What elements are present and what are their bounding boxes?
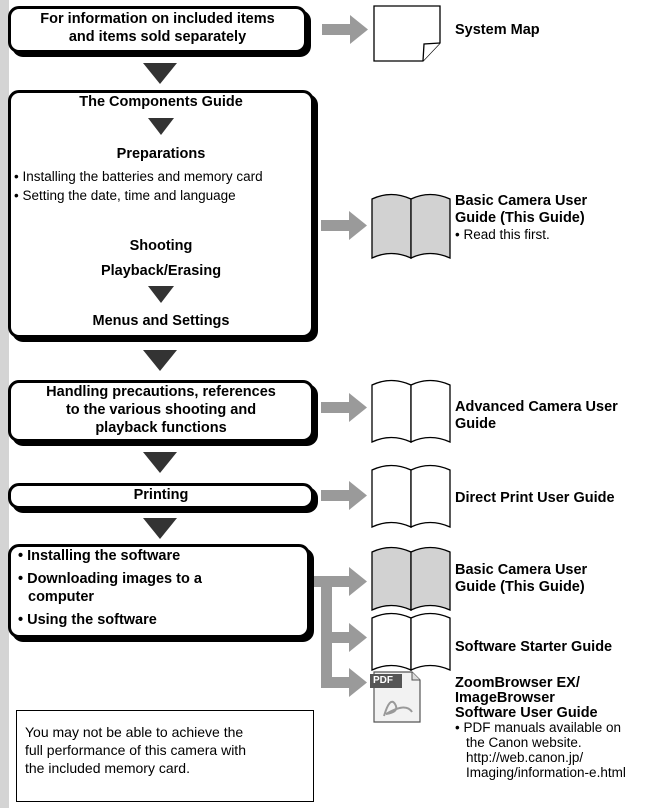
printing-box xyxy=(8,483,314,509)
included-items-line2: and items sold separately xyxy=(68,29,247,45)
triangle-down-icon xyxy=(148,118,174,135)
shooting-heading: Shooting xyxy=(129,238,193,254)
software-starter-guide-label: Software Starter Guide xyxy=(455,639,613,655)
zoombrowser-note2: the Canon website. xyxy=(466,735,582,750)
included-items-line1: For information on included items xyxy=(40,11,275,27)
triangle-down-icon xyxy=(143,518,177,539)
software-item-using: • Using the software xyxy=(18,612,157,628)
left-margin-bar xyxy=(0,0,9,808)
preparations-bullet-batteries: • Installing the batteries and memory ca… xyxy=(14,169,263,184)
note-line1: You may not be able to achieve the xyxy=(25,724,244,740)
advanced-guide-line1: Advanced Camera User xyxy=(455,399,618,415)
arrow-right-icon xyxy=(321,211,367,240)
basic-guide-line1: Basic Camera User xyxy=(455,193,588,209)
basic-guide-note: • Read this first. xyxy=(455,227,550,242)
software-box xyxy=(8,544,310,638)
system-map-label: System Map xyxy=(455,22,540,38)
arrow-right-icon xyxy=(322,15,368,44)
memory-card-note: You may not be able to achieve the full … xyxy=(16,710,314,802)
basic-guide2-line1: Basic Camera User xyxy=(455,562,588,578)
open-book-icon xyxy=(371,546,451,612)
preparations-bullet-date: • Setting the date, time and language xyxy=(14,188,236,203)
components-guide-title: The Components Guide xyxy=(79,94,243,110)
canon-url-line2: Imaging/information-e.html xyxy=(466,765,626,780)
arrow-right-icon xyxy=(321,393,367,422)
triangle-down-icon xyxy=(143,452,177,473)
open-book-icon xyxy=(371,612,451,672)
open-book-icon xyxy=(371,379,451,444)
zoombrowser-line2: ImageBrowser xyxy=(455,690,555,706)
canon-url-line1: http://web.canon.jp/ xyxy=(466,750,584,765)
handling-line2: to the various shooting and xyxy=(65,402,257,418)
preparations-heading: Preparations xyxy=(116,146,206,162)
note-line3: the included memory card. xyxy=(25,760,190,776)
page-icon xyxy=(373,5,441,62)
open-book-icon xyxy=(371,464,451,529)
zoombrowser-line3: Software User Guide xyxy=(455,705,598,721)
playback-heading: Playback/Erasing xyxy=(100,263,222,279)
handling-line1: Handling precautions, references xyxy=(46,384,276,400)
handling-precautions-box xyxy=(8,380,314,442)
printing-label: Printing xyxy=(133,487,189,503)
software-item-download-cont: computer xyxy=(28,589,95,605)
software-item-download: • Downloading images to a xyxy=(18,571,202,587)
menus-heading: Menus and Settings xyxy=(92,313,230,329)
advanced-guide-line2: Guide xyxy=(455,416,497,432)
basic-guide2-line2: Guide (This Guide) xyxy=(455,579,585,595)
note-line2: full performance of this camera with xyxy=(25,742,246,758)
triangle-down-icon xyxy=(148,286,174,303)
software-item-install: • Installing the software xyxy=(18,548,181,564)
pdf-icon-label: PDF xyxy=(373,675,393,686)
open-book-icon xyxy=(371,193,451,260)
triangle-down-icon xyxy=(143,350,177,371)
zoombrowser-line1: ZoomBrowser EX/ xyxy=(455,675,580,691)
basic-guide-line2: Guide (This Guide) xyxy=(455,210,585,226)
zoombrowser-note1: • PDF manuals available on xyxy=(455,720,622,735)
branch-connector xyxy=(314,567,367,697)
handling-line3: playback functions xyxy=(95,420,227,436)
direct-print-guide-label: Direct Print User Guide xyxy=(455,490,615,506)
triangle-down-icon xyxy=(143,63,177,84)
arrow-right-icon xyxy=(321,481,367,510)
included-items-box xyxy=(8,6,307,53)
